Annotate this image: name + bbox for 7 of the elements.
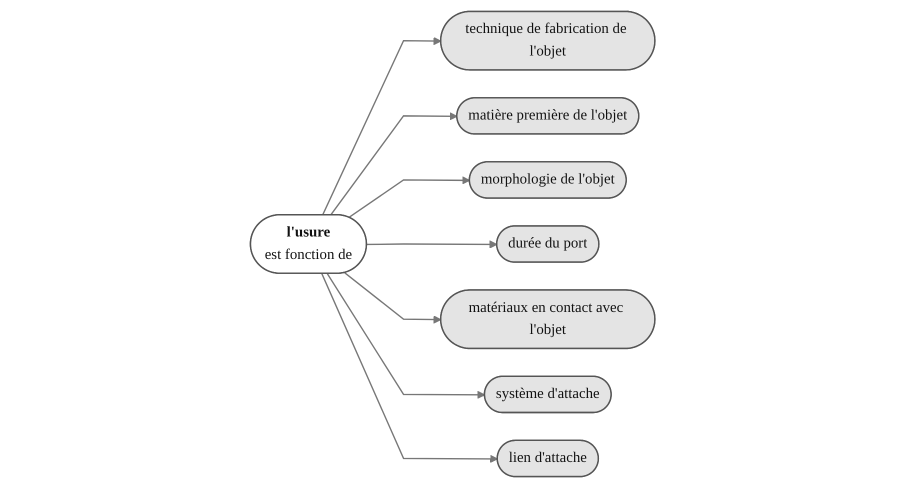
arrow: [322, 36, 442, 216]
arrow: [330, 112, 458, 216]
arrow: [348, 176, 470, 218]
arrow: [366, 240, 498, 248]
arrow: [321, 273, 498, 463]
arrow: [326, 273, 486, 399]
arrow: [344, 272, 442, 324]
